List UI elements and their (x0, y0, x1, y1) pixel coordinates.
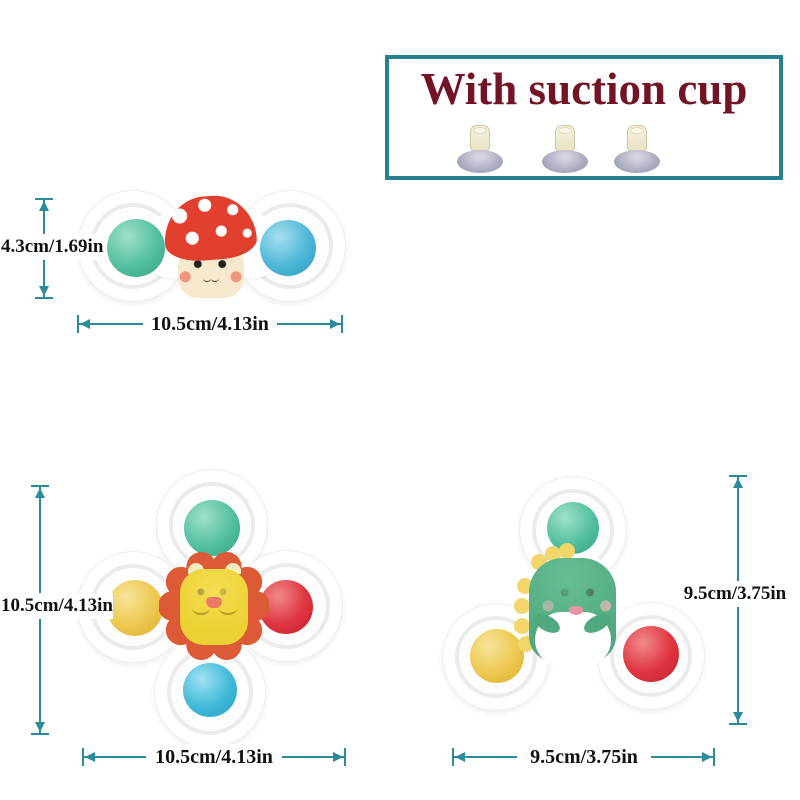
dimension-tick (31, 733, 49, 735)
dino-mouth (569, 606, 583, 615)
arrow-left-icon (85, 752, 95, 762)
lion-ear (225, 563, 241, 574)
dimension-tick (35, 198, 53, 200)
ball-blue (260, 220, 316, 276)
mushroom-height-label: 4.3cm/1.69in (1, 234, 103, 260)
arrow-right-icon (702, 752, 712, 762)
arrow-up-icon (35, 488, 45, 498)
dino-height-label: 9.5cm/3.75in (682, 581, 788, 607)
suction-cup-base (614, 150, 660, 173)
arrow-down-icon (733, 712, 743, 722)
suction-cup-base (457, 150, 503, 173)
ball-green (107, 219, 165, 277)
ball-yellow (107, 580, 163, 636)
suction-cup-base (542, 150, 588, 173)
arrow-up-icon (733, 478, 743, 488)
mushroom-mouth (203, 275, 219, 283)
badge-title: With suction cup (420, 64, 748, 114)
arrow-right-icon (333, 752, 343, 762)
suction-cup-icon (456, 125, 504, 173)
dino-width-label: 9.5cm/3.75in (517, 744, 651, 770)
ball-red (623, 626, 679, 682)
ball-yellow (470, 629, 524, 683)
suction-cup-knob (627, 125, 647, 152)
dimension-tick (77, 315, 79, 333)
dimension-tick (452, 748, 454, 766)
ball-cyan (183, 663, 237, 717)
arrow-up-icon (39, 201, 49, 211)
dimension-tick (341, 315, 343, 333)
dimension-tick (729, 723, 747, 725)
arrow-left-icon (455, 752, 465, 762)
lion-whisker (219, 602, 237, 615)
dimension-tick (344, 748, 346, 766)
suction-cup-icon (541, 125, 589, 173)
lion-height-label: 10.5cm/4.13in (1, 593, 113, 619)
lion-width-label: 10.5cm/4.13in (146, 744, 282, 770)
arrow-right-icon (330, 319, 340, 329)
lion-nose (206, 597, 222, 608)
ball-green (547, 502, 599, 554)
suction-cup-icon (613, 125, 661, 173)
mushroom-width-label: 10.5cm/4.13in (143, 311, 277, 337)
lion-whisker (192, 602, 210, 615)
arrow-down-icon (39, 286, 49, 296)
ball-green (184, 500, 240, 556)
suction-cup-badge: With suction cup (385, 55, 783, 180)
dimension-tick (31, 485, 49, 487)
lion-ear (188, 563, 204, 574)
arrow-left-icon (80, 319, 90, 329)
dimension-tick (713, 748, 715, 766)
arrow-down-icon (35, 722, 45, 732)
dimension-tick (35, 297, 53, 299)
dimension-tick (729, 475, 747, 477)
dimension-tick (82, 748, 84, 766)
